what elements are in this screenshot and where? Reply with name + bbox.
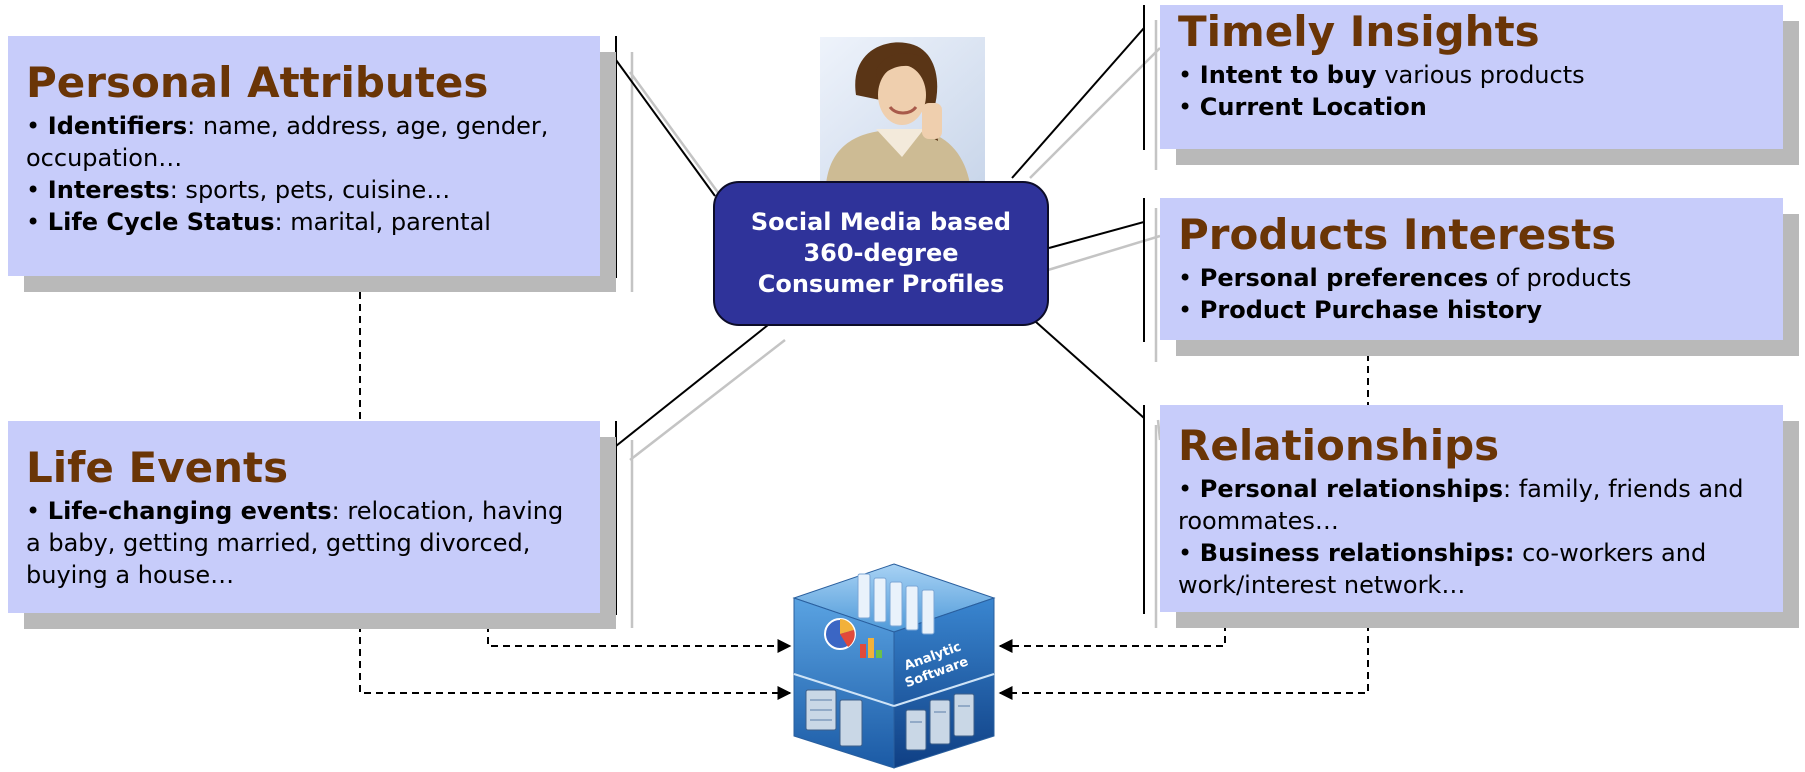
products-interests-box: Products Interests • Personal preference… bbox=[1160, 198, 1783, 340]
bullet-text: : sports, pets, cuisine… bbox=[169, 176, 451, 204]
bullet-bold: Life Cycle Status bbox=[47, 208, 275, 236]
timely-insights-bullet-2: • Current Location bbox=[1178, 93, 1427, 121]
bullet-bold: Personal relationships bbox=[1199, 475, 1504, 503]
timely-insights-bullet-1: • Intent to buy various products bbox=[1178, 61, 1585, 89]
personal-attributes-bullet-1: • Identifiers: name, address, age, gende… bbox=[26, 112, 549, 172]
products-interests-bullet-1: • Personal preferences of products bbox=[1178, 264, 1632, 292]
bullet-bold: Personal preferences bbox=[1199, 264, 1489, 292]
bullet-bold: Product Purchase history bbox=[1199, 296, 1543, 324]
center-line-3: Consumer Profiles bbox=[757, 270, 1005, 298]
bullet-bold: Interests bbox=[47, 176, 170, 204]
products-interests-bullet-2: • Product Purchase history bbox=[1178, 296, 1543, 324]
relationships-box: Relationships • Personal relationships: … bbox=[1160, 405, 1783, 612]
bullet-bold: Identifiers bbox=[47, 112, 188, 140]
consumer-photo bbox=[820, 37, 985, 184]
bullet-bold: Current Location bbox=[1199, 93, 1427, 121]
bullet-text: : name, address, age, gender, occupation… bbox=[26, 112, 549, 172]
bullet-text: of products bbox=[1488, 264, 1632, 292]
bullet-bold: Intent to buy bbox=[1199, 61, 1377, 89]
life-events-box: Life Events • Life-changing events: relo… bbox=[8, 421, 600, 613]
bullet-text: co-workers and work/interest network… bbox=[1178, 539, 1707, 599]
personal-attributes-title: Personal Attributes bbox=[26, 58, 489, 107]
personal-attributes-bullet-3: • Life Cycle Status: marital, parental bbox=[26, 208, 491, 236]
relationships-bullet-1: • Personal relationships: family, friend… bbox=[1178, 475, 1744, 535]
bullet-text: : relocation, having a baby, getting mar… bbox=[26, 497, 564, 589]
bullet-text: various products bbox=[1376, 61, 1585, 89]
timely-insights-box: Timely Insights • Intent to buy various … bbox=[1160, 5, 1783, 149]
life-events-title: Life Events bbox=[26, 443, 289, 492]
personal-attributes-bullet-2: • Interests: sports, pets, cuisine… bbox=[26, 176, 451, 204]
bullet-text: : family, friends and roommates… bbox=[1178, 475, 1744, 535]
personal-attributes-box: Personal Attributes • Identifiers: name,… bbox=[8, 36, 600, 276]
bullet-bold: Business relationships: bbox=[1199, 539, 1515, 567]
relationships-title: Relationships bbox=[1178, 421, 1500, 470]
bullet-bold: Life-changing events bbox=[47, 497, 332, 525]
consumer-profile-hub: Social Media based 360-degree Consumer P… bbox=[713, 181, 1049, 326]
analytic-software-server-icon: Analytic Software bbox=[792, 563, 996, 769]
relationships-bullet-2: • Business relationships: co-workers and… bbox=[1178, 539, 1707, 599]
center-line-2: 360-degree bbox=[803, 239, 959, 267]
timely-insights-title: Timely Insights bbox=[1178, 7, 1540, 56]
bullet-text: : marital, parental bbox=[274, 208, 491, 236]
life-events-bullet-1: • Life-changing events: relocation, havi… bbox=[26, 497, 564, 589]
center-line-1: Social Media based bbox=[750, 208, 1012, 236]
products-interests-title: Products Interests bbox=[1178, 210, 1617, 259]
